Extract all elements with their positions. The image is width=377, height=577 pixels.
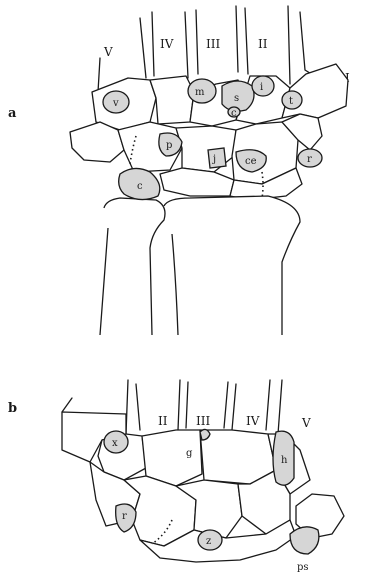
ray-v-shaft	[98, 58, 100, 92]
ray-label: V	[103, 45, 113, 59]
ray-i-shaft	[300, 12, 318, 78]
sesamoid-label: p	[166, 140, 172, 151]
ray-iv-shaft	[152, 12, 154, 76]
panel-b-label: b	[8, 401, 17, 416]
sesamoid-label: j	[212, 154, 216, 165]
sesamoid-label: ce	[245, 156, 257, 167]
sesamoid-label: r	[307, 154, 312, 165]
sesamoid-label: v	[112, 98, 119, 109]
ray-label: II	[258, 37, 268, 51]
ray-iii-shaft	[196, 10, 198, 74]
sesamoid-bone	[290, 527, 319, 554]
panel-b: b I II III IV V x g	[8, 380, 344, 573]
carpal-lunate-region	[176, 126, 236, 172]
ray-label: IV	[160, 37, 174, 51]
sesamoid-label: x	[112, 438, 118, 449]
ray-ii-shaft	[136, 384, 140, 430]
sesamoid-label: c	[137, 181, 143, 192]
ray-iii-ii-shaft	[236, 6, 238, 72]
carpal-bone	[150, 76, 194, 124]
ray-ii-iii-shaft	[178, 380, 180, 430]
sesamoid-label: g	[186, 448, 193, 459]
ray-label: IV	[246, 414, 260, 428]
sesamoid-label: m	[195, 87, 205, 98]
carpal-bone	[160, 168, 234, 196]
ray-i-shaft	[62, 398, 72, 412]
ray-label: II	[158, 414, 168, 428]
ray-ii-i-shaft	[288, 6, 290, 84]
ray-iv-iii-shaft	[185, 12, 188, 78]
ray-iv-shaft	[232, 384, 236, 430]
ray-iii-iv-shaft	[224, 382, 228, 428]
ray-label: III	[206, 37, 220, 51]
panel-a: a V IV III II I	[8, 6, 350, 335]
sesamoid-label: ps	[297, 562, 309, 573]
sesamoid-label: s	[234, 93, 239, 104]
sesamoid-label: h	[281, 455, 288, 466]
radius-bone	[164, 196, 300, 335]
ray-iv-v-shaft	[266, 380, 270, 430]
ray-ii-shaft	[245, 8, 248, 74]
ray-v-shaft	[278, 380, 282, 434]
sesamoid-label: c	[231, 108, 237, 119]
ray-iii-shaft	[186, 382, 188, 428]
sesamoid-bone	[208, 148, 226, 168]
sesamoid-label: t	[289, 96, 293, 107]
sesamoid-label: r	[122, 511, 127, 522]
sesamoid-label: i	[260, 82, 263, 93]
ray-v-iv-shaft	[140, 18, 146, 78]
ray-label: III	[196, 414, 210, 428]
ulna-bone	[100, 198, 165, 335]
panel-a-label: a	[8, 106, 17, 121]
sesamoid-label: z	[206, 536, 211, 547]
ray-label: V	[301, 416, 311, 430]
